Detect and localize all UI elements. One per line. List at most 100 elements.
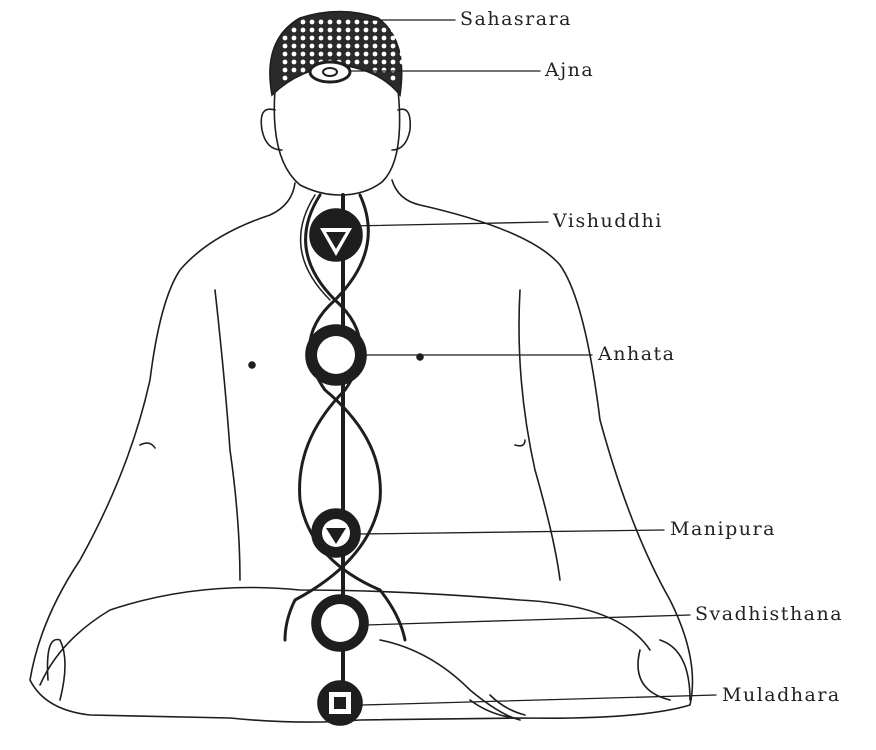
chakra-svadhisthana [311, 594, 369, 652]
hair-curl [309, 19, 315, 25]
chakra-anhata [305, 324, 367, 386]
hair-curl [354, 35, 360, 41]
head-outline [273, 89, 401, 196]
hair-curl [372, 27, 378, 33]
hair-curl [282, 43, 288, 49]
hair-curl [300, 35, 306, 41]
hair-curl [390, 35, 396, 41]
hair-curl [363, 35, 369, 41]
hair-curl [345, 43, 351, 49]
hair-curl [390, 51, 396, 57]
hair-curl [363, 51, 369, 57]
hair-curl [309, 35, 315, 41]
hair-curl [282, 75, 288, 81]
hair-curl [390, 75, 396, 81]
hair-curl [318, 51, 324, 57]
hair-curl [354, 51, 360, 57]
hair-curl [318, 19, 324, 25]
hair-curl [318, 43, 324, 49]
hair-curl [345, 19, 351, 25]
hair-curl [327, 51, 333, 57]
hair-curl [354, 59, 360, 65]
hair-curl [390, 43, 396, 49]
hair-curl [282, 59, 288, 65]
hair-curl [300, 19, 306, 25]
hair-curl [381, 27, 387, 33]
label-vishuddhi: Vishuddhi [553, 210, 663, 232]
hair-curl [345, 35, 351, 41]
hair-curl [327, 27, 333, 33]
label-anhata: Anhata [598, 343, 676, 365]
chakra-vishuddhi [309, 208, 363, 262]
label-manipura: Manipura [670, 518, 776, 540]
hair-curl [309, 43, 315, 49]
hair-curl [372, 43, 378, 49]
hair-curl [336, 27, 342, 33]
hair-curl [345, 51, 351, 57]
hair-curl [372, 67, 378, 73]
hair-curl [363, 19, 369, 25]
chakra-manipura [311, 508, 361, 558]
hair-curl [381, 51, 387, 57]
hair-curl [372, 51, 378, 57]
hair-curl [390, 59, 396, 65]
hair-curl [300, 51, 306, 57]
hair-curl [327, 35, 333, 41]
hair-curl [354, 19, 360, 25]
hair-curl [282, 51, 288, 57]
hair-curl [345, 27, 351, 33]
hair-curl [318, 35, 324, 41]
hair-curl [318, 27, 324, 33]
hair-curl [363, 27, 369, 33]
hair-curl [399, 59, 405, 65]
hair-curl [291, 43, 297, 49]
hair-curl [336, 19, 342, 25]
hair-curl [399, 43, 405, 49]
hair-curl [291, 35, 297, 41]
hair-curl [372, 19, 378, 25]
hair-curl [381, 67, 387, 73]
hair-curl [399, 51, 405, 57]
hair-curl [354, 43, 360, 49]
label-muladhara: Muladhara [722, 684, 841, 706]
hair-curl [291, 59, 297, 65]
hair-curl [291, 51, 297, 57]
hair-curl [282, 67, 288, 73]
hair-curl [300, 59, 306, 65]
hair-curl [336, 43, 342, 49]
ear-left [260, 108, 283, 151]
hair-curl [363, 43, 369, 49]
chakra-muladhara [317, 680, 363, 726]
ear-right [391, 108, 412, 151]
hair-curl [309, 27, 315, 33]
ajna-mark [308, 60, 352, 84]
leader-lines [349, 19, 717, 706]
hair-curl [327, 19, 333, 25]
label-svadhisthana: Svadhisthana [695, 603, 844, 625]
hair-curl [363, 59, 369, 65]
hair-curl [390, 67, 396, 73]
hair-curl [327, 43, 333, 49]
hair-curl [282, 35, 288, 41]
hair-curl [291, 67, 297, 73]
hair-curl [354, 27, 360, 33]
hair-curl [291, 27, 297, 33]
hair-curl [336, 51, 342, 57]
hair-curl [336, 35, 342, 41]
hair-curl [372, 35, 378, 41]
hair-curl [345, 59, 351, 65]
hair-curl [372, 59, 378, 65]
hair-curl [381, 43, 387, 49]
hair-sahasrara [269, 10, 405, 97]
hair-curl [381, 35, 387, 41]
label-ajna: Ajna [545, 59, 595, 81]
hair-curl [381, 59, 387, 65]
hair-curl [309, 59, 315, 65]
hair-curl [300, 67, 306, 73]
hair-curl [300, 43, 306, 49]
label-sahasrara: Sahasrara [460, 8, 572, 30]
hair-curl [300, 27, 306, 33]
hair-curl [390, 27, 396, 33]
